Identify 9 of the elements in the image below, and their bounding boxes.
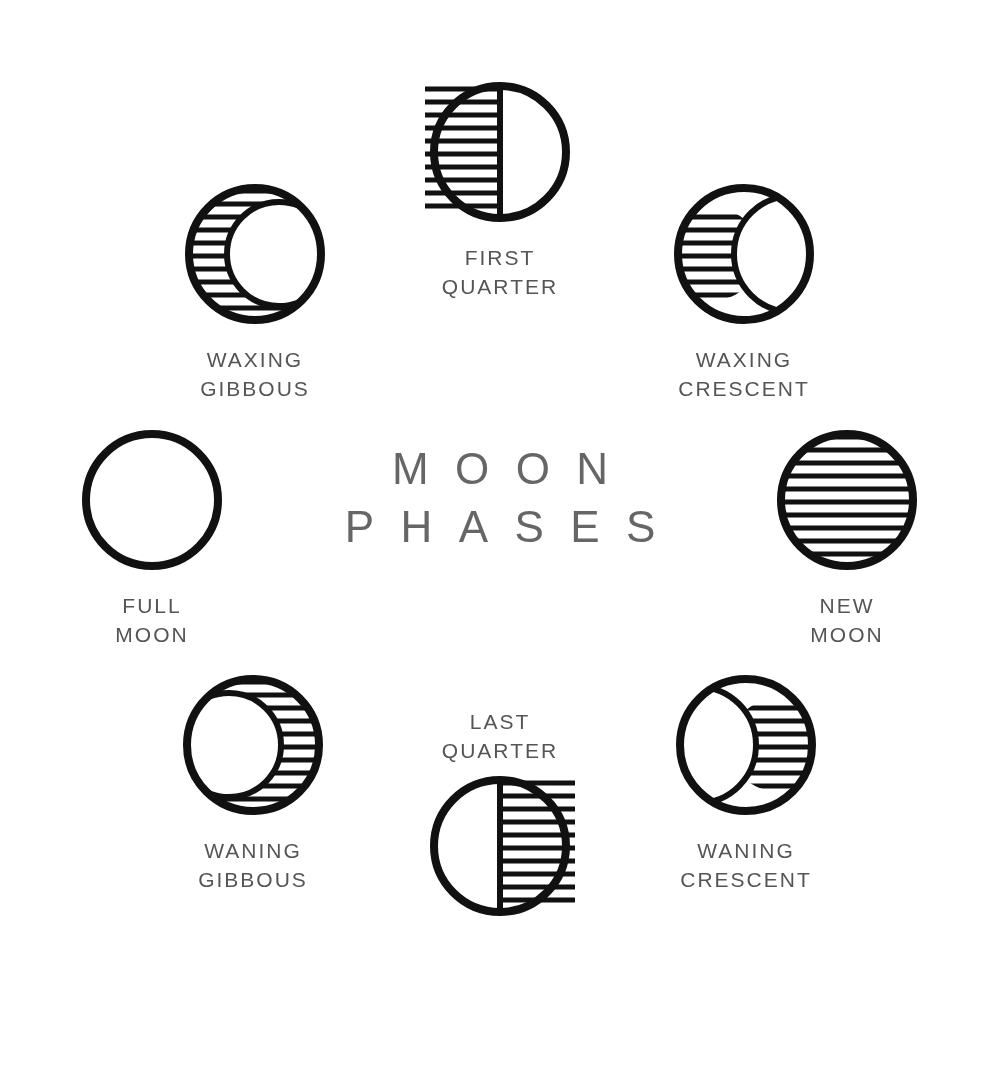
phase-label: WAXING GIBBOUS (199, 347, 311, 402)
phase-label: NEW MOON (809, 593, 885, 648)
phase-label: WANING GIBBOUS (197, 838, 309, 893)
phase-label: LAST QUARTER (440, 709, 560, 764)
title: MOON PHASES (343, 443, 683, 553)
phase-label: WAXING CRESCENT (677, 347, 811, 402)
phase-label: FIRST QUARTER (440, 245, 560, 300)
phase-label: FULL MOON (114, 593, 190, 648)
phase-label: WANING CRESCENT (679, 838, 813, 893)
